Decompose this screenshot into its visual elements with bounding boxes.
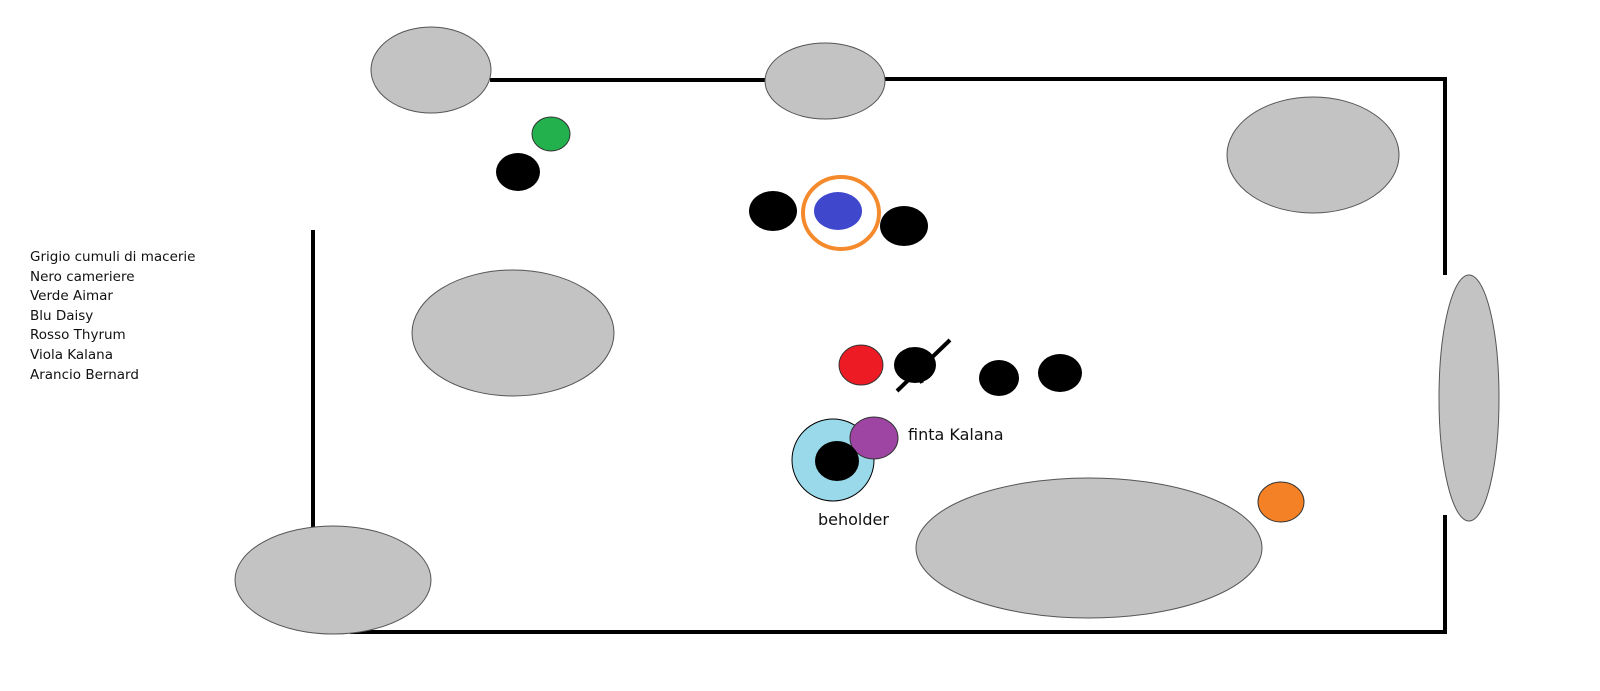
- tokens: [496, 116, 1305, 523]
- waiter-token: [979, 360, 1019, 396]
- daisy-token: [814, 192, 862, 230]
- rubble-pile: [1226, 96, 1400, 214]
- legend-item-kalana: Viola Kalana: [30, 346, 114, 363]
- bernard-token: [1257, 481, 1305, 523]
- aimar-token: [531, 116, 571, 152]
- fake-kalana-label: finta Kalana: [908, 425, 1004, 444]
- waiter-token: [749, 191, 797, 231]
- legend-item-thyrum: Rosso Thyrum: [30, 327, 126, 344]
- defeated-mark: [906, 347, 924, 384]
- legend-item-rubble: Grigio cumuli di macerie: [30, 249, 196, 265]
- legend-item-bernard: Arancio Bernard: [30, 366, 139, 383]
- waiter-token: [880, 206, 928, 246]
- legend-item-aimar: Verde Aimar: [30, 288, 113, 305]
- rubble-pile: [915, 477, 1263, 619]
- daisy-ring: [801, 175, 881, 251]
- thyrum-token: [838, 344, 884, 386]
- kalana-token: [849, 416, 899, 460]
- rubble-pile: [234, 525, 432, 635]
- legend-item-waiters: Nero cameriere: [30, 268, 135, 285]
- rubble-pile: [411, 269, 615, 397]
- rubble-pile: [1438, 274, 1500, 522]
- beholder-label: beholder: [818, 510, 889, 529]
- rubble-pile: [370, 26, 492, 114]
- waiter-token: [496, 153, 540, 191]
- rubble-pile: [764, 42, 886, 120]
- waiter-token: [1038, 354, 1082, 392]
- rubble-piles: [234, 26, 1500, 635]
- defeated-mark: [895, 338, 952, 393]
- legend: Grigio cumuli di macerie Nero cameriere …: [30, 248, 195, 385]
- walls: [311, 77, 1447, 634]
- legend-item-daisy: Blu Daisy: [30, 307, 94, 324]
- beholder-token: [815, 441, 859, 481]
